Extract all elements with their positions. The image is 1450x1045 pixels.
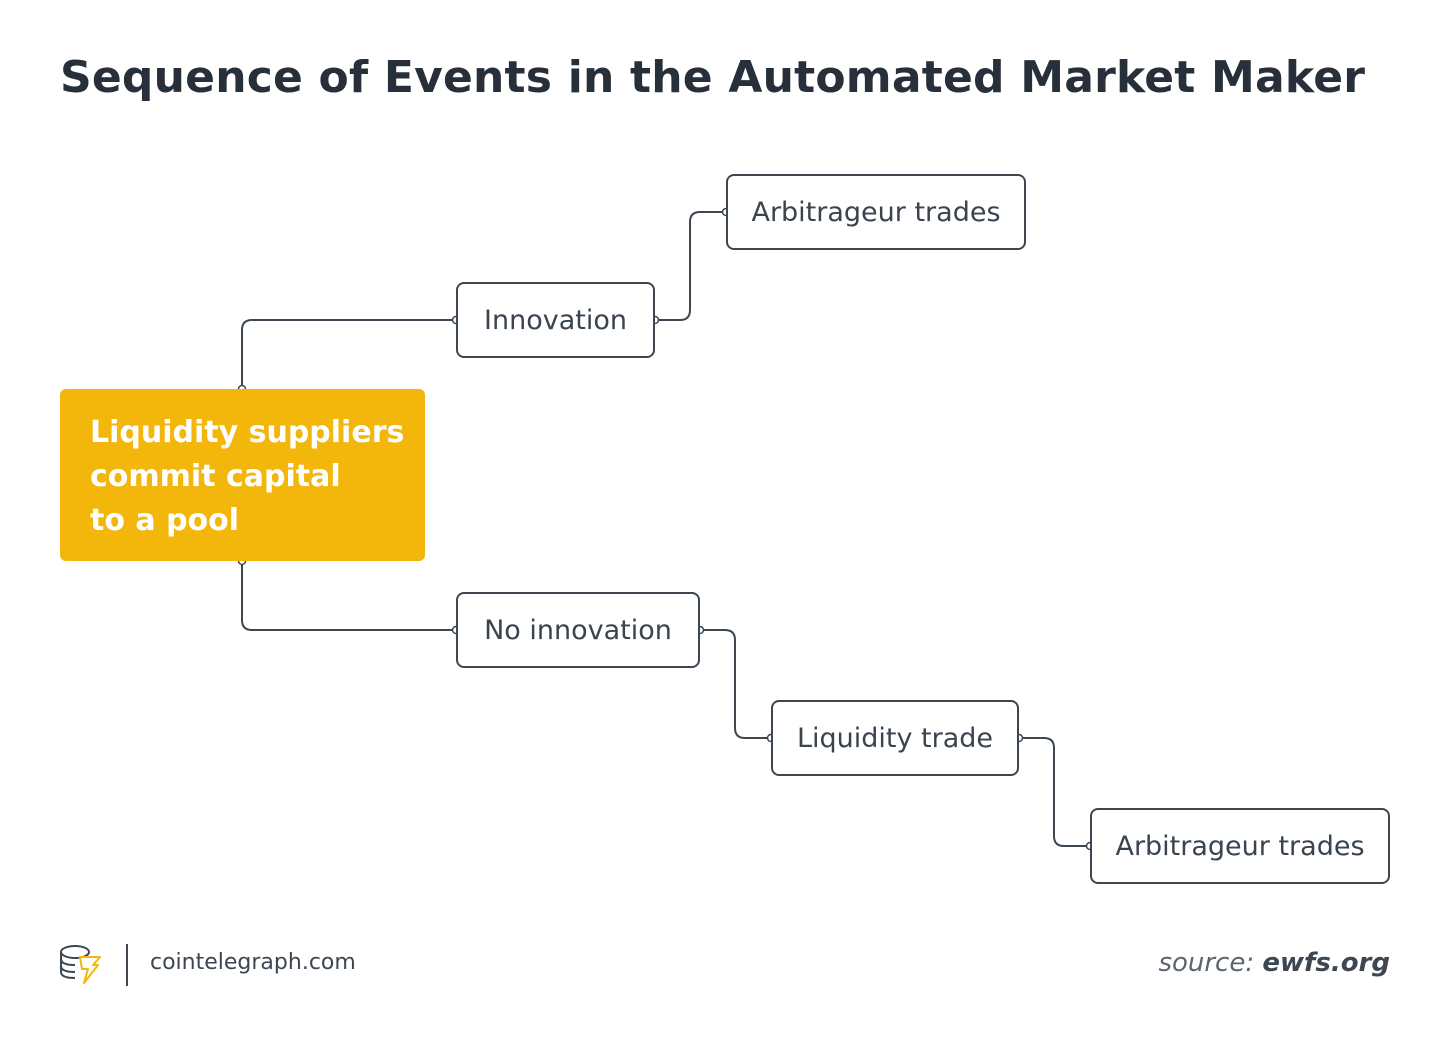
liquidity-trade-node: Liquidity trade [771, 700, 1019, 776]
source-value: ewfs.org [1262, 948, 1390, 978]
arbitrageur-trades-bottom-node: Arbitrageur trades [1090, 808, 1390, 884]
footer-brand: cointelegraph.com [150, 950, 356, 975]
connector-innovation-arbitrageur [655, 211, 726, 321]
main-node-line-2: commit capital [90, 459, 341, 494]
liquidity-suppliers-node: Liquidity suppliers commit capital to a … [60, 389, 425, 561]
footer-divider [126, 944, 128, 986]
source-label: source: [1158, 948, 1255, 978]
no-innovation-node: No innovation [456, 592, 700, 668]
connector-liquidity-arbitrageur [1019, 737, 1090, 847]
arbitrageur-trades-top-node: Arbitrageur trades [726, 174, 1026, 250]
innovation-node: Innovation [456, 282, 655, 358]
main-node-line-3: to a pool [90, 503, 240, 538]
connector-main-innovation [241, 319, 456, 389]
diagram-title: Sequence of Events in the Automated Mark… [60, 52, 1366, 103]
connector-no-innovation-liquidity [700, 629, 771, 739]
source-credit: source: ewfs.org [1158, 948, 1390, 978]
connector-main-no-innovation [241, 561, 456, 631]
cointelegraph-logo-icon [60, 945, 101, 984]
main-node-line-1: Liquidity suppliers [90, 415, 405, 450]
